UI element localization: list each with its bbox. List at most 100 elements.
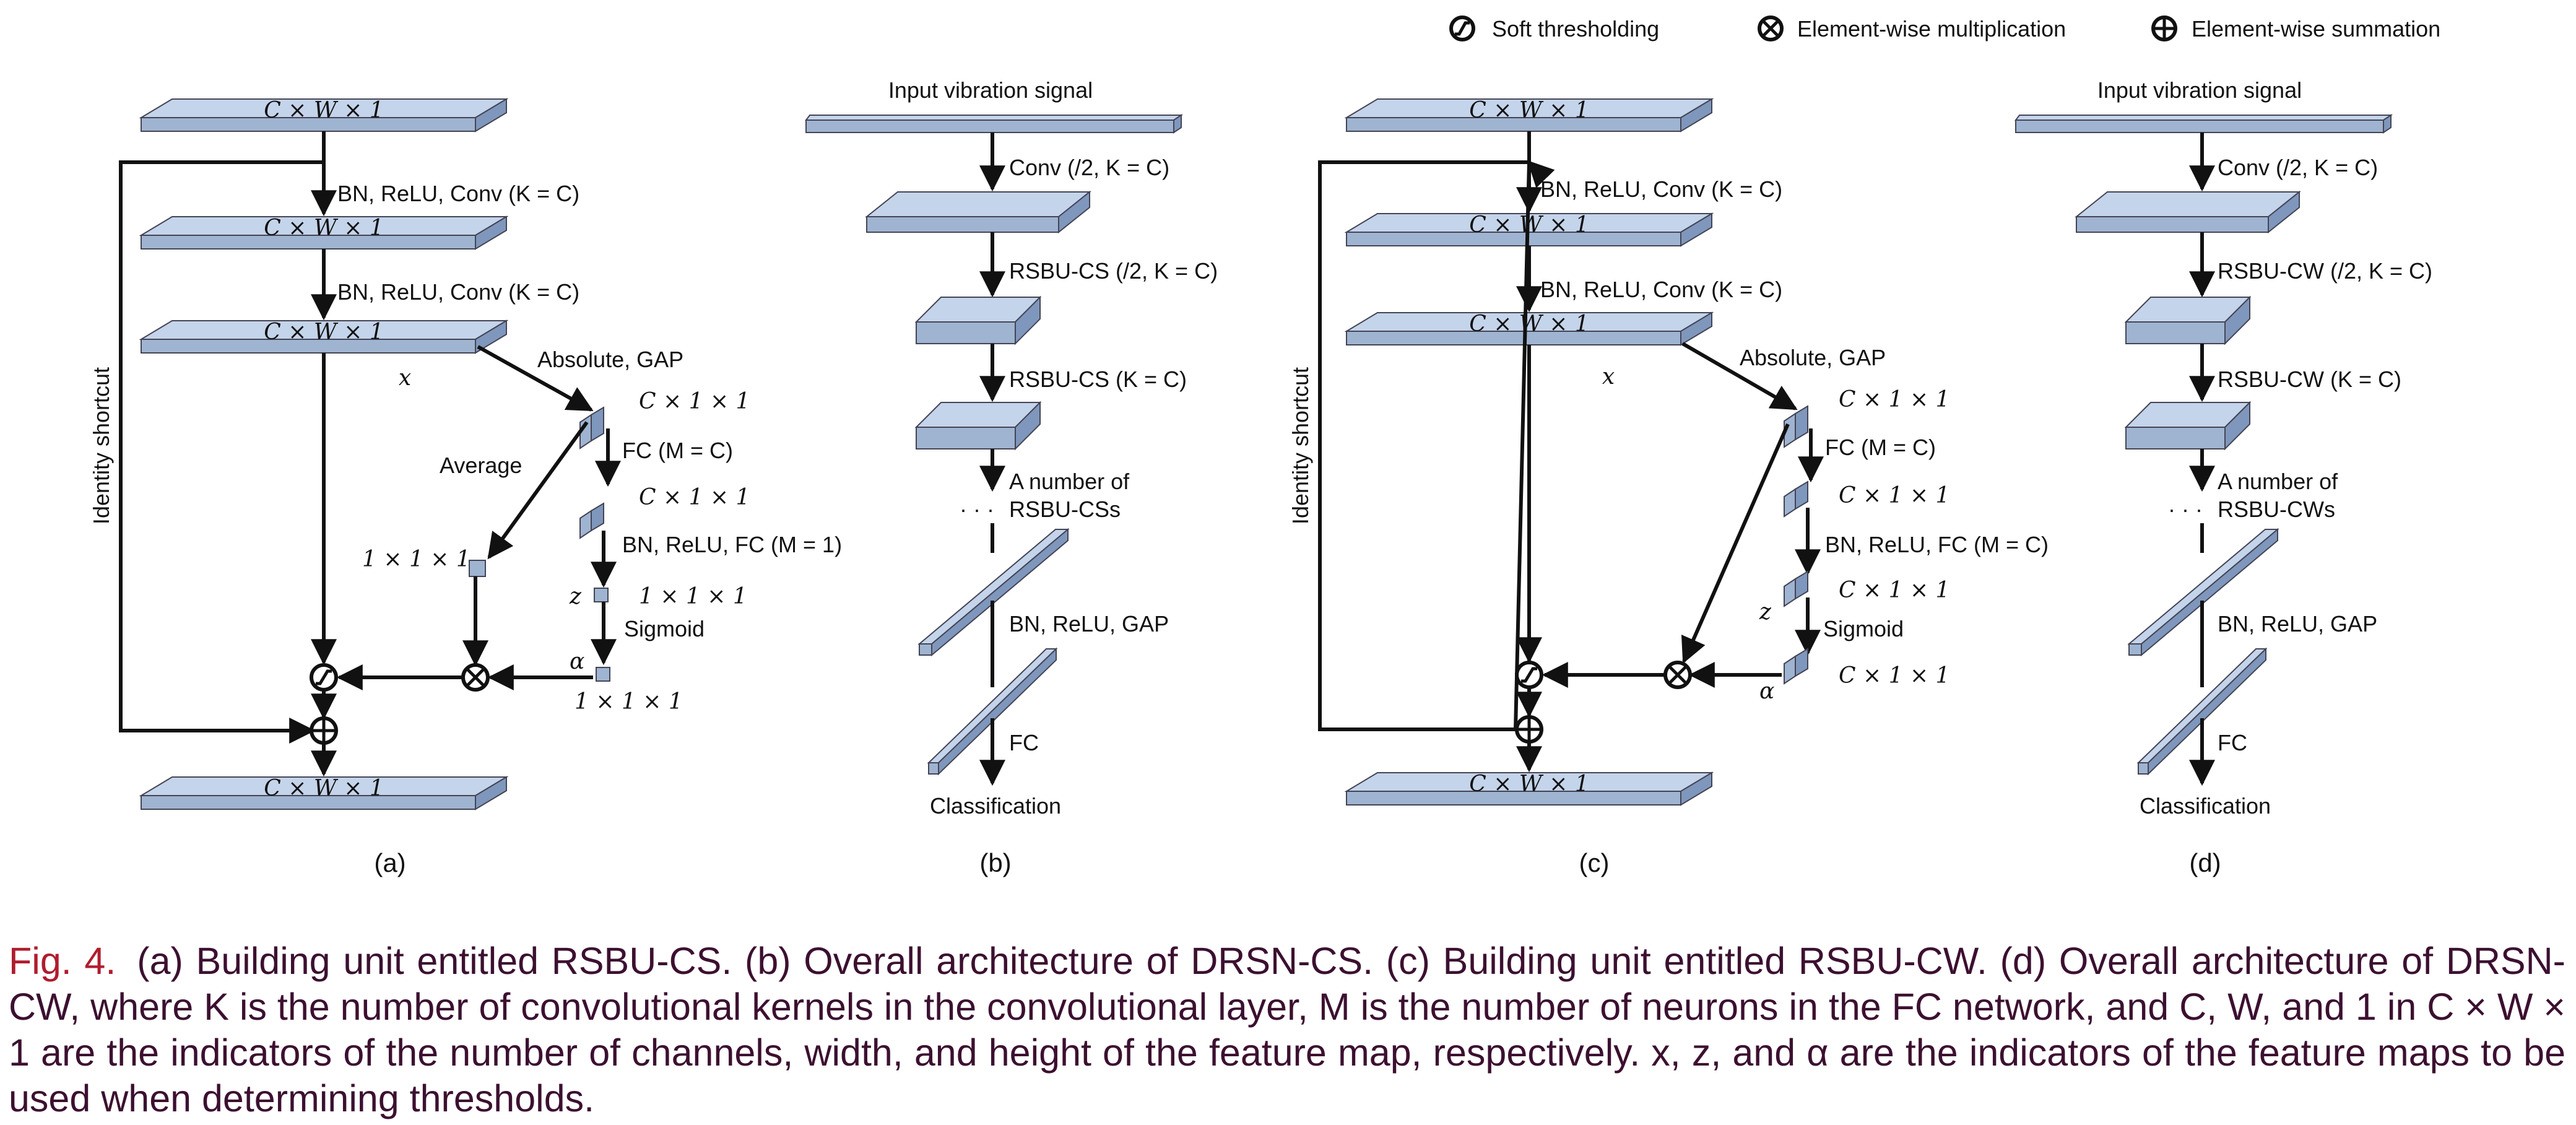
map-dim-2: C × W × 1 <box>264 319 384 345</box>
block-output-side <box>475 776 507 810</box>
x-label: x <box>399 365 411 391</box>
legend-soft-threshold: Soft thresholding <box>1492 16 1659 41</box>
block-output-side <box>1680 771 1712 806</box>
map-b1-top <box>865 191 1091 217</box>
input-signal-label: Input vibration signal <box>2097 77 2302 103</box>
map-b5-side <box>938 647 1057 776</box>
fc1-label: FC (M = C) <box>622 438 733 463</box>
soft-threshold-node-icon <box>1515 661 1543 689</box>
gap-dim: C × 1 × 1 <box>639 389 750 414</box>
map-b3-side <box>1015 401 1041 451</box>
soft-threshold-node-icon <box>310 663 338 692</box>
block-map2-side <box>1680 311 1712 346</box>
summation-node-icon <box>310 716 338 745</box>
z-block-side <box>1795 570 1808 600</box>
fc-label: FC <box>2218 730 2247 755</box>
z-dim: C × 1 × 1 <box>1839 578 1949 603</box>
figure-caption: Fig. 4.(a) Building unit entitled RSBU-C… <box>9 938 2565 1121</box>
block-input-side <box>475 98 507 132</box>
signal-block-front <box>2015 119 2384 133</box>
avg-block <box>469 560 486 577</box>
map-d3-side <box>2224 401 2250 451</box>
map-d2-front <box>2125 321 2226 344</box>
fc1-block-front <box>1784 488 1796 518</box>
fc1-dim: C × 1 × 1 <box>639 485 750 510</box>
legend-multiplication: Element-wise multiplication <box>1797 16 2066 41</box>
bn-gap-label: BN, ReLU, GAP <box>2218 611 2377 636</box>
map-d3-front <box>2125 427 2226 450</box>
block-input-side <box>1680 98 1712 132</box>
map-d1-side <box>2268 190 2300 234</box>
panel-d-drsn-cw: Input vibration signal Conv (/2, K = C) … <box>2014 77 2432 877</box>
rsbu-label-2: RSBU-CS (K = C) <box>1009 367 1187 392</box>
z-block <box>594 588 609 602</box>
more-label-2: RSBU-CWs <box>2218 497 2335 522</box>
x-label: x <box>1602 364 1615 389</box>
classification-label: Classification <box>2140 793 2271 819</box>
fc1-block-side <box>591 502 604 532</box>
gap-dim: C × 1 × 1 <box>1839 387 1949 412</box>
multiplication-icon <box>1758 15 1784 41</box>
fc1-block-side <box>1795 480 1808 510</box>
abs-gap-label: Absolute, GAP <box>537 347 683 372</box>
panel-a-rsbu-cs: C × W × 1 C × W × 1 C × W × 1 C × W × 1 … <box>89 98 842 877</box>
conv-label: Conv (/2, K = C) <box>2218 155 2378 180</box>
identity-shortcut-label: Identity shortcut <box>89 367 114 524</box>
alpha-label: α <box>1759 679 1774 704</box>
op-label-1: BN, ReLU, Conv (K = C) <box>337 181 579 206</box>
map-dim-input: C × W × 1 <box>1469 98 1589 123</box>
figure-diagram: Soft thresholding Element-wise multiplic… <box>89 15 2440 877</box>
map-dim-input: C × W × 1 <box>264 98 384 123</box>
classification-label: Classification <box>930 793 1061 819</box>
map-d1-top <box>2075 191 2301 217</box>
block-map2-side <box>475 319 507 354</box>
rsbu-label-1: RSBU-CW (/2, K = C) <box>2218 258 2432 284</box>
alpha-label: α <box>570 649 584 674</box>
rsbu-label-2: RSBU-CW (K = C) <box>2218 367 2401 392</box>
legend-summation: Element-wise summation <box>2192 16 2440 41</box>
alpha-block-side <box>1795 648 1808 677</box>
signal-block-top <box>2014 115 2393 121</box>
panel-c-rsbu-cw: C × W × 1 C × W × 1 C × W × 1 C × W × 1 … <box>1288 98 2049 877</box>
gap-block-front <box>579 414 592 450</box>
subfigure-label-a: (a) <box>374 848 405 877</box>
map-dim-output: C × W × 1 <box>1469 771 1589 797</box>
op-label-2: BN, ReLU, Conv (K = C) <box>337 279 579 305</box>
more-label-2: RSBU-CSs <box>1009 497 1121 522</box>
avg-dim: 1 × 1 × 1 <box>362 547 471 572</box>
map-d5-side <box>2148 647 2266 776</box>
signal-block-side <box>1173 114 1182 134</box>
fc2-label: BN, ReLU, FC (M = 1) <box>622 532 842 557</box>
alpha-dim: C × 1 × 1 <box>1839 663 1949 688</box>
map-b1-front <box>866 216 1059 233</box>
gap-block-side <box>1795 405 1808 441</box>
signal-block-front <box>805 119 1174 133</box>
multiply-node-icon <box>1663 661 1692 689</box>
subfigure-label-b: (b) <box>979 848 1011 877</box>
subfigure-label-d: (d) <box>2189 848 2221 877</box>
z-dim: 1 × 1 × 1 <box>639 584 747 609</box>
gap-block-front <box>1784 412 1796 448</box>
z-block-front <box>1784 578 1796 607</box>
fc1-label: FC (M = C) <box>1825 435 1936 460</box>
z-label: z <box>1759 599 1772 625</box>
dots-label: · · · <box>2168 497 2203 522</box>
average-label: Average <box>440 453 522 478</box>
identity-shortcut-label: Identity shortcut <box>1288 367 1313 524</box>
signal-block-side <box>2383 114 2392 134</box>
map-dim-2: C × W × 1 <box>1469 311 1589 337</box>
block-map1-side <box>1680 212 1712 247</box>
more-label-1: A number of <box>2218 469 2338 494</box>
sigmoid-label: Sigmoid <box>1823 616 1904 641</box>
map-b5-front <box>928 762 939 775</box>
sigmoid-label: Sigmoid <box>624 616 705 641</box>
subfigure-label-c: (c) <box>1579 848 1610 877</box>
map-b1-side <box>1058 190 1090 234</box>
legend: Soft thresholding Element-wise multiplic… <box>1449 15 2440 41</box>
fc1-block-front <box>579 510 592 539</box>
map-d5-front <box>2138 762 2149 775</box>
summation-icon <box>2151 15 2177 41</box>
rsbu-label-1: RSBU-CS (/2, K = C) <box>1009 258 1218 284</box>
op-label-1: BN, ReLU, Conv (K = C) <box>1540 176 1782 202</box>
more-label-1: A number of <box>1009 469 1130 494</box>
